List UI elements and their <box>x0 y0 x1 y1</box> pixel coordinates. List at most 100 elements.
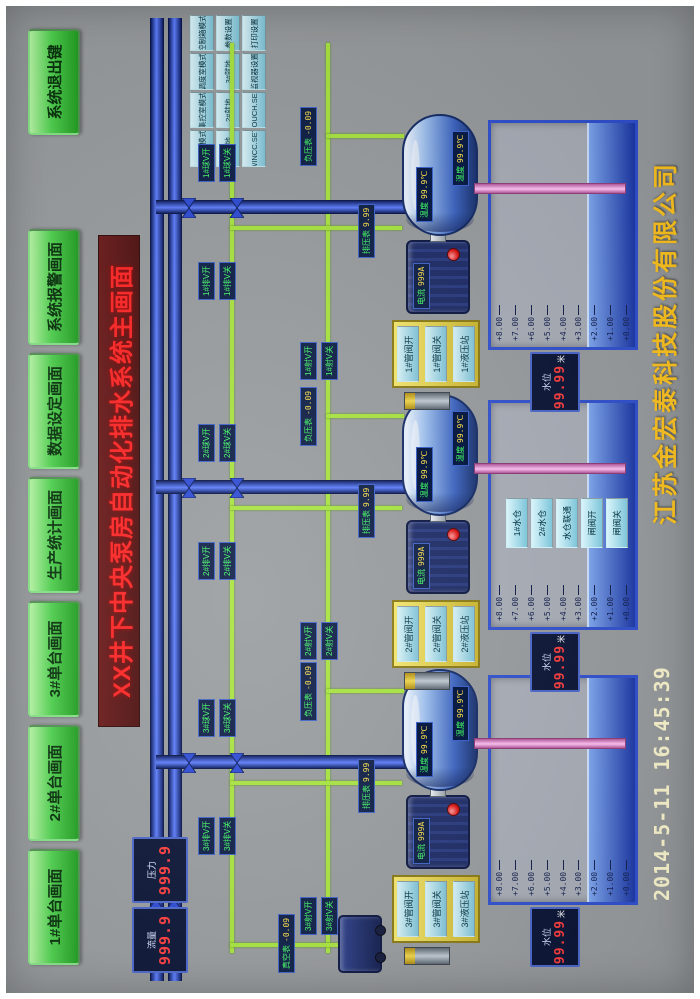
scale-tick: +5.00 <box>543 860 552 896</box>
hydraulic-cap <box>405 393 415 409</box>
motor: 电流999A <box>406 520 470 594</box>
scale-tick: +0.00 <box>622 860 631 896</box>
panel-button[interactable]: 1#液压站 <box>453 326 475 382</box>
vacuum-branch <box>230 781 402 785</box>
valve-control-panel: 2#管阀开 2#管阀关 2#液压站 <box>392 600 480 668</box>
valve-status-label: 1#球V开 <box>198 143 215 182</box>
vacuum-branch <box>230 506 402 510</box>
scale-tick: +0.00 <box>622 305 631 341</box>
panel-button[interactable]: 3#液压站 <box>453 881 475 937</box>
panel-button[interactable]: 2#管阀开 <box>397 606 419 662</box>
suction-pipe <box>474 463 626 474</box>
suction-pipe <box>474 738 626 749</box>
hydraulic-cap <box>405 948 415 964</box>
scale-tick: +2.00 <box>590 305 599 341</box>
pump-temp-display: 温度99.9℃ <box>416 721 433 777</box>
scale-tick: +3.00 <box>574 585 583 621</box>
scale-tick: +1.00 <box>606 585 615 621</box>
pump-temp-display: 温度99.9℃ <box>416 166 433 222</box>
valve-status-label: 2#排V关 <box>219 541 236 580</box>
motor-current-display: 电流999A <box>413 817 430 864</box>
level-scale: +8.00+7.00+6.00+5.00+4.00+3.00+2.00+1.00… <box>495 305 631 341</box>
pump-temp-display: 温度99.9℃ <box>452 130 469 186</box>
valve-control-panel: 3#管阀开 3#管阀关 3#液压站 <box>392 875 480 943</box>
motor: 电流999A <box>406 240 470 314</box>
scale-tick: +8.00 <box>495 305 504 341</box>
level-scale: +8.00+7.00+6.00+5.00+4.00+3.00+2.00+1.00… <box>495 585 631 621</box>
motor: 电流999A <box>406 795 470 869</box>
valve-icon <box>181 477 197 499</box>
valve-icon <box>229 477 245 499</box>
suction-pipe <box>474 183 626 194</box>
discharge-gauge: 排压表9.99 <box>358 203 375 258</box>
scale-tick: +6.00 <box>527 860 536 896</box>
valve-status-label: 3#排V关 <box>219 816 236 855</box>
vacuum-branch <box>230 226 402 230</box>
valve-status-label: 2#球V开 <box>198 423 215 462</box>
jet-valve-label: 1#射V关 <box>321 341 338 380</box>
scale-tick: +4.00 <box>559 585 568 621</box>
scale-tick: +1.00 <box>606 860 615 896</box>
panel-button[interactable]: 2#液压站 <box>453 606 475 662</box>
pump-temp-display: 温度99.9℃ <box>452 685 469 741</box>
jet-valve-label: 2#射V开 <box>300 621 317 660</box>
hydraulic-cap <box>405 673 415 689</box>
valve-control-panel: 1#管阀开 1#管阀关 1#液压站 <box>392 320 480 388</box>
datetime: 2014-5-11 16:45:39 <box>650 666 674 901</box>
valve-icon <box>229 197 245 219</box>
sump-tank: +8.00+7.00+6.00+5.00+4.00+3.00+2.00+1.00… <box>488 120 638 350</box>
scale-tick: +3.00 <box>574 860 583 896</box>
scale-tick: +6.00 <box>527 305 536 341</box>
valve-status-label: 2#球V关 <box>219 423 236 462</box>
scale-tick: +1.00 <box>606 305 615 341</box>
discharge-gauge: 排压表9.99 <box>358 483 375 538</box>
panel-button[interactable]: 3#管阀关 <box>425 881 447 937</box>
sump-tank: +8.00+7.00+6.00+5.00+4.00+3.00+2.00+1.00… <box>488 675 638 905</box>
panel-button[interactable]: 1#管阀关 <box>425 326 447 382</box>
scale-tick: +4.00 <box>559 860 568 896</box>
scale-tick: +4.00 <box>559 305 568 341</box>
scale-tick: +2.00 <box>590 585 599 621</box>
pump-temp-display: 温度99.9℃ <box>416 446 433 502</box>
vacuum-gauge: 负压表-0.09 <box>300 106 317 166</box>
valve-icon <box>181 197 197 219</box>
panel-button[interactable]: 3#管阀开 <box>397 881 419 937</box>
jet-valve-label: 1#射V开 <box>300 341 317 380</box>
valve-status-label: 1#排V关 <box>219 261 236 300</box>
sump-button[interactable]: 闸阀关 <box>606 498 628 548</box>
jet-valve-label: 3#射V开 <box>300 896 317 935</box>
jet-valve-label: 3#射V关 <box>321 896 338 935</box>
motor-indicator-light <box>447 803 460 816</box>
motor-indicator-light <box>447 248 460 261</box>
jet-valve-label: 2#射V关 <box>321 621 338 660</box>
valve-status-label: 1#球V关 <box>219 143 236 182</box>
valve-status-label: 3#球V开 <box>198 698 215 737</box>
scale-tick: +7.00 <box>511 585 520 621</box>
scale-tick: +7.00 <box>511 305 520 341</box>
priming-branch <box>326 134 404 138</box>
level-scale: +8.00+7.00+6.00+5.00+4.00+3.00+2.00+1.00… <box>495 860 631 896</box>
scale-tick: +3.00 <box>574 305 583 341</box>
motor-indicator-light <box>447 528 460 541</box>
hydraulic-unit <box>404 947 450 965</box>
panel-button[interactable]: 1#管阀开 <box>397 326 419 382</box>
scale-tick: +6.00 <box>527 585 536 621</box>
panel-button[interactable]: 2#管阀关 <box>425 606 447 662</box>
sump-button[interactable]: 1#水仓 <box>506 498 528 548</box>
valve-icon <box>181 752 197 774</box>
scale-tick: +2.00 <box>590 860 599 896</box>
sump-button[interactable]: 闸阀开 <box>581 498 603 548</box>
scale-tick: +8.00 <box>495 860 504 896</box>
pump-temp-display: 温度99.9℃ <box>452 410 469 466</box>
sump-button[interactable]: 2#水仓 <box>531 498 553 548</box>
sump-button[interactable]: 水仓联通 <box>556 498 578 548</box>
